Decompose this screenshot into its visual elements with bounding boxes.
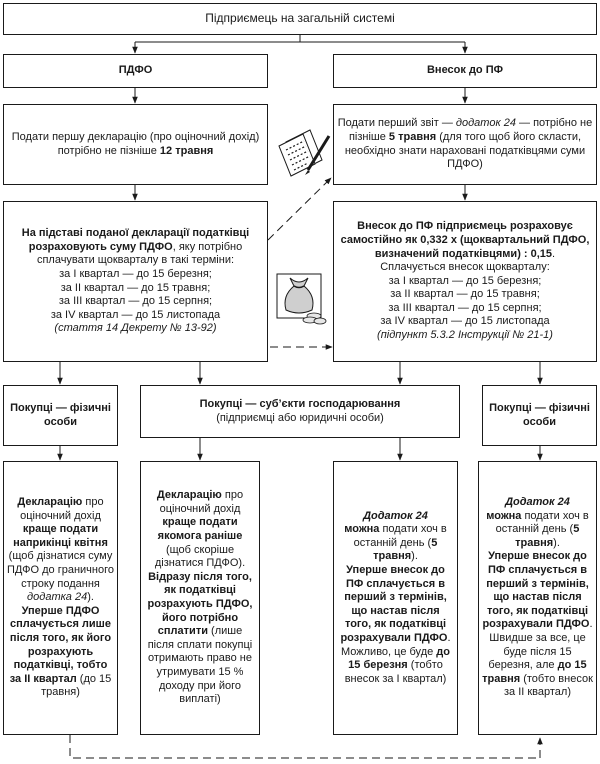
dashed-diagonal-arrow <box>267 177 332 241</box>
pdfo-calc-intro: На підставі поданої декларації податківц… <box>21 227 250 267</box>
pdfo-header: ПДФО <box>118 64 153 77</box>
buyers-individuals-left-box: Покупці — фізичні особи <box>3 385 118 446</box>
pf-calc-q1: за I квартал — до 15 березня; <box>388 274 542 287</box>
pf-calc-box: Внесок до ПФ підприємець розраховує само… <box>333 201 597 362</box>
pf-header: Внесок до ПФ <box>426 64 503 77</box>
pdfo-calc-q4: за IV квартал — до 15 листопада <box>50 308 221 321</box>
bottom-dashed-line <box>69 735 540 759</box>
col2-box: Декларацію про оціночний дохід краще под… <box>140 461 260 735</box>
col3-text-b: Уперше внесок до ПФ сплачується в перший… <box>340 564 451 685</box>
pf-calc-q3: за III квартал — до 15 серпня; <box>388 301 542 314</box>
pdfo-header-box: ПДФО <box>3 54 268 88</box>
col2-text-a: Декларацію про оціночний дохід краще под… <box>154 489 246 570</box>
buyers-individuals-right-box: Покупці — фізичні особи <box>482 385 597 446</box>
pf-calc-line: Сплачується внесок щокварталу: <box>380 261 550 274</box>
pf-calc-q2: за II квартал — до 15 травня; <box>390 288 540 301</box>
pdfo-calc-q2: за II квартал — до 15 травня; <box>60 281 211 294</box>
root-box: Підприємець на загальній системі <box>3 3 597 35</box>
buyers-entities-title: Покупці — суб’єкти господарювання <box>199 397 401 410</box>
pf-calc-ref: (підпункт 5.3.2 Інструкції № 21-1) <box>377 329 553 342</box>
document-pen-icon <box>278 129 331 177</box>
col1-box: Декларацію про оціночний дохід краще под… <box>3 461 118 735</box>
buyers-entities-sub: (підприємці або юридичні особи) <box>216 411 384 424</box>
buyers-individuals-left: Покупці — фізичні особи <box>10 401 111 428</box>
pf-calc-intro: Внесок до ПФ підприємець розраховує само… <box>340 220 590 260</box>
col1-text-a: Декларацію про оціночний дохід краще под… <box>7 496 114 604</box>
buyers-individuals-right: Покупці — фізичні особи <box>489 401 590 428</box>
money-bag-icon <box>276 273 327 325</box>
pf-report-text: Подати перший звіт — додаток 24 — потріб… <box>337 117 593 171</box>
buyers-entities-box: Покупці — суб’єкти господарювання (підпр… <box>140 385 460 438</box>
pdfo-calc-q1: за I квартал — до 15 березня; <box>59 267 212 280</box>
pf-header-box: Внесок до ПФ <box>333 54 597 88</box>
pdfo-calc-q3: за III квартал — до 15 серпня; <box>58 295 213 308</box>
col2-text-b: Відразу після того, як податківці розрах… <box>147 570 253 706</box>
pf-calc-q4: за IV квартал — до 15 листопада <box>380 315 550 328</box>
pdfo-calc-box: На підставі поданої декларації податківц… <box>3 201 268 362</box>
col1-text-b: Уперше ПДФО сплачується лише після того,… <box>9 604 112 699</box>
pdfo-calc-ref: (стаття 14 Декрету № 13-92) <box>54 322 217 335</box>
root-title: Підприємець на загальній системі <box>205 11 395 26</box>
pf-report-box: Подати перший звіт — додаток 24 — потріб… <box>333 104 597 185</box>
pdfo-declaration-text: Подати першу декларацію (про оціночний д… <box>11 130 260 157</box>
pdfo-declaration-box: Подати першу декларацію (про оціночний д… <box>3 104 268 185</box>
col4-text-b: Уперше внесок до ПФ сплачується в перший… <box>482 550 593 699</box>
